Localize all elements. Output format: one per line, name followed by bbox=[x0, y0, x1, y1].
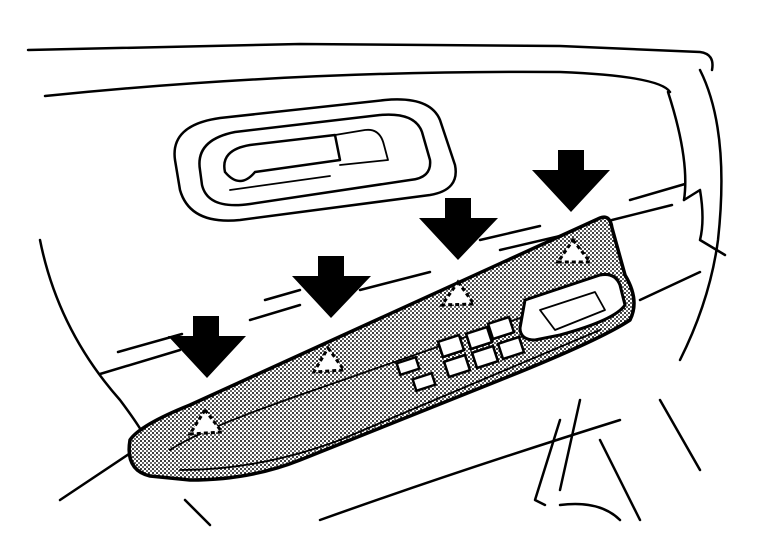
downward-arrows bbox=[168, 150, 610, 378]
arrow-down-icon bbox=[532, 150, 610, 212]
clip-marker-3 bbox=[439, 279, 477, 307]
arrow-down-icon bbox=[292, 256, 371, 318]
clip-marker-1 bbox=[187, 407, 225, 436]
clip-marker-4 bbox=[555, 237, 594, 264]
power-window-switch-panel bbox=[127, 215, 636, 482]
arrow-down-icon bbox=[419, 198, 498, 260]
window-switch-buttons bbox=[395, 315, 526, 393]
arrow-down-icon bbox=[168, 316, 246, 378]
inner-door-handle bbox=[173, 98, 457, 222]
clip-marker-2 bbox=[311, 345, 347, 374]
clip-markers bbox=[187, 237, 594, 436]
door-outline bbox=[26, 42, 727, 527]
